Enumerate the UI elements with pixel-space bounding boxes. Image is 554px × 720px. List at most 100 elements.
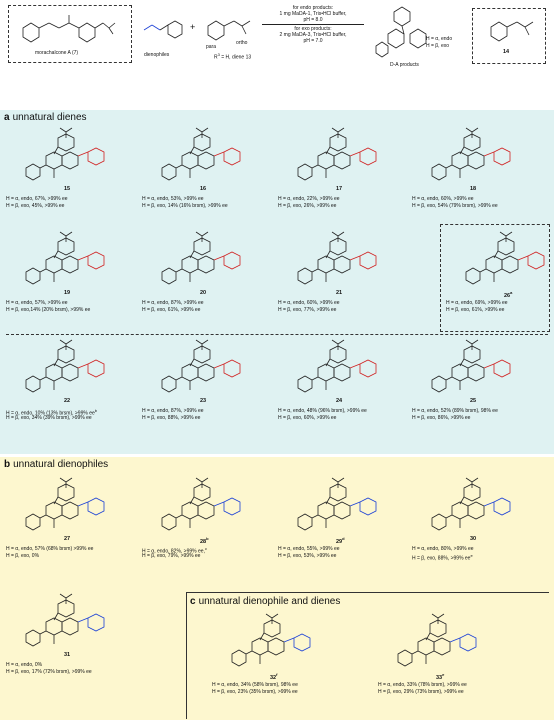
endo-result: H = α, endo, 0% [6,662,42,668]
compound-footnote: f [276,672,278,677]
section-c-letter: c [190,596,196,607]
section-a-text: unnatural dienes [12,112,87,123]
morachalcone-box: morachalcone A (7) [8,5,132,63]
cond-line2: 1 mg MaDA-1, Tris•HCl buffer, [279,11,347,17]
diene-label: R3 = H, diene 13 [214,52,251,61]
exo-result: H = β, exo, 34% (39% brsm), >99% ee [6,415,92,421]
exo-result-text: H = β, exo, 23% (35% brsm), >99% ee [212,689,298,695]
compound-structure [161,339,241,393]
endo-result: H = α, endo, 80%, >99% ee [412,546,474,552]
compound-structure [397,613,477,667]
diene-r-sup: 3 [217,52,220,57]
exo-result-text: H = β, exo, 61%, >99% ee [446,307,505,313]
compound-number: 26 [504,292,511,299]
cond-line6: pH = 7.0 [303,38,323,44]
endo-result: H = α, endo, 87%, >99% ee [142,300,204,306]
conditions: for endo products: 1 mg MaDA-1, Tris•HCl… [258,5,368,44]
exo-result: H = β, exo, 17% (72% brsm), >99% ee [6,669,92,675]
endo-result-text: H = α, endo, 60%, >99% ee [278,300,340,306]
compound-id: 23 [200,398,206,404]
compound-id: 25 [470,398,476,404]
exo-result-text: H = β, exo, 61%, >99% ee [142,307,201,313]
diene-structure [207,20,251,41]
exo-result: H = β, exo, 61%, >99% ee [142,307,200,313]
diene-rest: = H, diene 13 [219,54,252,61]
exo-result-text: H = β, exo, 88%, >99% ee [412,555,471,562]
compound-footnote: d [342,536,345,541]
compound-number: 15 [64,186,71,192]
h-endo-label: H = α, endo [426,36,453,42]
section-b-letter: b [4,459,11,470]
compound-structure [465,231,545,285]
compound-number: 27 [64,536,71,542]
endo-result: H = α, endo, 10% (13% brsm), >99% eeb [6,408,97,417]
endo-result: H = α, endo, 69%, >99% ee [446,300,508,306]
compound-id: 15 [64,186,70,192]
exo-result: H = β, exo, 53%, >99% ee [278,553,336,559]
compound-id: 32f [270,672,277,681]
endo-result: H = α, endo, 22%, >99% ee [278,196,340,202]
h-exo-label: H = β, exo [426,43,450,49]
compound-structure [25,127,105,181]
compound-id: 29d [336,536,345,545]
section-a-letter: a [4,112,10,123]
compound-number: 16 [200,186,207,192]
endo-result: H = α, endo, 33% (78% brsm), >99% ee [378,682,467,688]
compound-14-structure [490,21,534,42]
compound-structure [161,231,241,285]
compound-structure [231,613,311,667]
endo-result-text: H = α, endo, 53%, >99% ee [142,196,204,202]
exo-result-text: H = β, exo, 79%, >99% ee [142,553,201,559]
endo-result-footnote: c [204,546,207,551]
compound-14-label: 14 [503,49,510,55]
compound-id: 19 [64,290,70,296]
compound-number: 18 [470,186,477,192]
endo-result-text: H = α, endo, 60%, >99% ee [412,196,474,202]
compound-number: 29 [336,538,343,545]
endo-result-text: H = α, endo, 57% (68% brsm) >99% ee [6,546,94,552]
exo-result: H = β, exo, 29% (73% brsm), >99% ee [378,689,464,695]
exo-result: H = β, exo, 60%, >99% ee [278,415,336,421]
endo-result-text: H = α, endo, 55%, >99% ee [278,546,340,552]
exo-result: H = β, exo, 23% (35% brsm), >99% ee [212,689,298,695]
compound-id: 31 [64,652,70,658]
exo-result: H = β, exo, 77%, >99% ee [278,307,336,313]
compound-number: 17 [336,186,343,192]
compound-id: 16 [200,186,206,192]
compound-id: 27 [64,536,70,542]
panel-a-divider [6,334,548,335]
compound-number: 23 [200,398,207,404]
compound-id: 22 [64,398,70,404]
exo-result-footnote: e [470,553,473,558]
endo-result: H = α, endo, 48% (96% brsm), >99% ee [278,408,367,414]
exo-result: H = β, exo, 45%, >99% ee [6,203,64,209]
exo-result-text: H = β, exo, 77%, >99% ee [278,307,337,313]
compound-number: 24 [336,398,343,404]
exo-result: H = β, exo, 61%, >99% ee [446,307,504,313]
section-c-box [186,592,549,719]
endo-result: H = α, endo, 34% (58% brsm), 98% ee [212,682,298,688]
compound-structure [297,127,377,181]
compound-number: 22 [64,398,71,404]
endo-result-text: H = α, endo, 80%, >99% ee [412,546,474,552]
compound-footnote: a [510,290,513,295]
section-c-text: unnatural dienophile and dienes [198,596,341,607]
cond-line3: pH = 8.0 [303,17,323,23]
compound-number: 25 [470,398,477,404]
endo-result-text: H = α, endo, 33% (78% brsm), >99% ee [378,682,467,688]
exo-result-text: H = β, exo, 86%, >99% ee [412,415,471,421]
compound-structure [431,477,511,531]
exo-result: H = β, exo, 88%, >99% eee [412,553,473,562]
endo-result-text: H = α, endo, 57%, >99% ee [6,300,68,306]
compound-26-box [440,224,550,332]
compound-id: 24 [336,398,342,404]
exo-result: H = β, exo, 14% (16% brsm), >99% ee [142,203,228,209]
compound-footnote: b [206,536,209,541]
endo-result-footnote: b [94,408,98,413]
exo-result-text: H = β, exo, 29% (73% brsm), >99% ee [378,689,464,695]
compound-id: 26a [504,290,512,299]
compound-number: 20 [200,290,207,296]
